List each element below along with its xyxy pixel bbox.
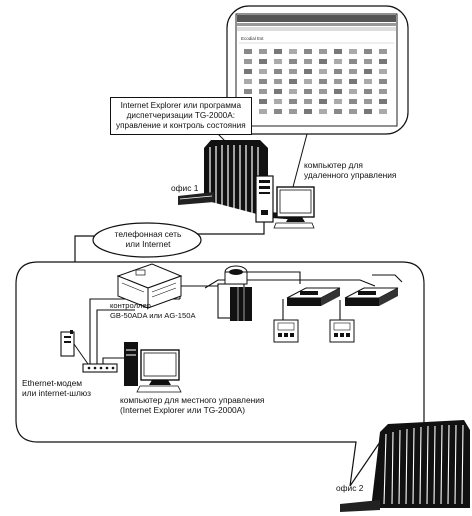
screen-icon: [244, 49, 252, 54]
screen-icon: [364, 89, 372, 94]
screen-icon: [274, 69, 282, 74]
remote-pc-label: компьютер для удаленного управления: [304, 160, 397, 180]
screen-icon: [349, 49, 357, 54]
screen-icon: [259, 89, 267, 94]
screen-icon: [379, 109, 387, 114]
screen-icon: [274, 99, 282, 104]
screen-icon: [319, 99, 327, 104]
screen-icon: [349, 99, 357, 104]
outdoor-unit: [217, 265, 252, 321]
remote-controller-2: [329, 319, 355, 343]
screen-icon: [349, 69, 357, 74]
screen-icon: [334, 89, 342, 94]
screen-icon: [319, 109, 327, 114]
screen-icon: [259, 59, 267, 64]
screen-icon: [364, 109, 372, 114]
screen-icon: [289, 59, 297, 64]
modem-hub-link: [73, 343, 89, 365]
screen-icon: [334, 59, 342, 64]
controller-device: [116, 263, 183, 309]
screen-icon: [304, 89, 312, 94]
screen-icon: [349, 109, 357, 114]
remote-pc-tower: [255, 175, 274, 223]
screen-icon: [259, 79, 267, 84]
screen-icon: [274, 79, 282, 84]
screen-icon: [259, 69, 267, 74]
screen-icon: [379, 49, 387, 54]
screen-icon: [364, 99, 372, 104]
screen-icon: [289, 99, 297, 104]
ethernet-modem: [60, 330, 75, 357]
screen-icon: [364, 79, 372, 84]
screen-icon: [319, 49, 327, 54]
screen-icon: [349, 79, 357, 84]
screen-icon: [304, 109, 312, 114]
screen-icon: [319, 59, 327, 64]
screen-icon: [304, 49, 312, 54]
screen-icon: [259, 99, 267, 104]
screen-icon: [334, 99, 342, 104]
callout-box: Internet Explorer или программа диспетче…: [110, 97, 252, 135]
zoomed-screen: Ecodial Est: [226, 5, 409, 135]
remote-pc-monitor: [273, 186, 315, 229]
screen-icon: [379, 89, 387, 94]
office2-bubble: [15, 261, 425, 487]
screen-icon: [289, 49, 297, 54]
indoor-unit-2: [344, 287, 399, 306]
screen-icon: [364, 69, 372, 74]
controller-label: контроллер GB-50ADA или AG-150A: [110, 301, 196, 320]
screen-icon: [274, 109, 282, 114]
screen-icon: [364, 49, 372, 54]
local-pc-label: компьютер для местного управления (Inter…: [120, 395, 265, 415]
remote-controller-1: [273, 319, 299, 343]
screen-icon: [289, 79, 297, 84]
screen-icon: [319, 89, 327, 94]
screen-icon: [304, 59, 312, 64]
screen-icon: [304, 99, 312, 104]
network-ellipse: [92, 222, 202, 258]
screen-icon: [244, 69, 252, 74]
screen-icon: [334, 79, 342, 84]
screen-icon: [349, 59, 357, 64]
link-pc-network: [197, 222, 265, 235]
screen-icon: [334, 69, 342, 74]
screen-icon: [364, 59, 372, 64]
screen-icon: [274, 49, 282, 54]
screen-icon: [334, 49, 342, 54]
screen-icon: [289, 69, 297, 74]
screen-icon: [379, 69, 387, 74]
screen-icon: [244, 79, 252, 84]
screen-icon: [304, 79, 312, 84]
bubble-pointer: [292, 133, 308, 188]
office1-label: офис 1: [171, 183, 199, 193]
screen-icon: [349, 89, 357, 94]
modem-label: Ethernet-модем или internet-шлюз: [22, 378, 92, 398]
office1-building: [178, 140, 300, 220]
screen-icon: [259, 49, 267, 54]
indoor-unit-1: [286, 287, 341, 306]
screen-icon: [379, 79, 387, 84]
screen-icon: [319, 79, 327, 84]
screen-icon: [289, 109, 297, 114]
screen-icon: [289, 89, 297, 94]
screen-icon: [244, 59, 252, 64]
network-label: телефонная сеть или Internet: [114, 229, 182, 249]
screen-icon: [319, 69, 327, 74]
network-hub: [82, 363, 118, 373]
screen-logo: Ecodial Est: [241, 36, 264, 41]
screen-icon: [304, 69, 312, 74]
screen-icon: [379, 59, 387, 64]
local-pc: [124, 342, 182, 393]
screen-icon-grid: [244, 49, 387, 114]
office2-label: офис 2: [336, 483, 364, 493]
screen-icon: [244, 89, 252, 94]
office2-building: [340, 420, 470, 512]
screen-icon: [259, 109, 267, 114]
screen-icon: [274, 89, 282, 94]
screen-icon: [379, 99, 387, 104]
screen-icon: [274, 59, 282, 64]
screen-icon: [334, 109, 342, 114]
